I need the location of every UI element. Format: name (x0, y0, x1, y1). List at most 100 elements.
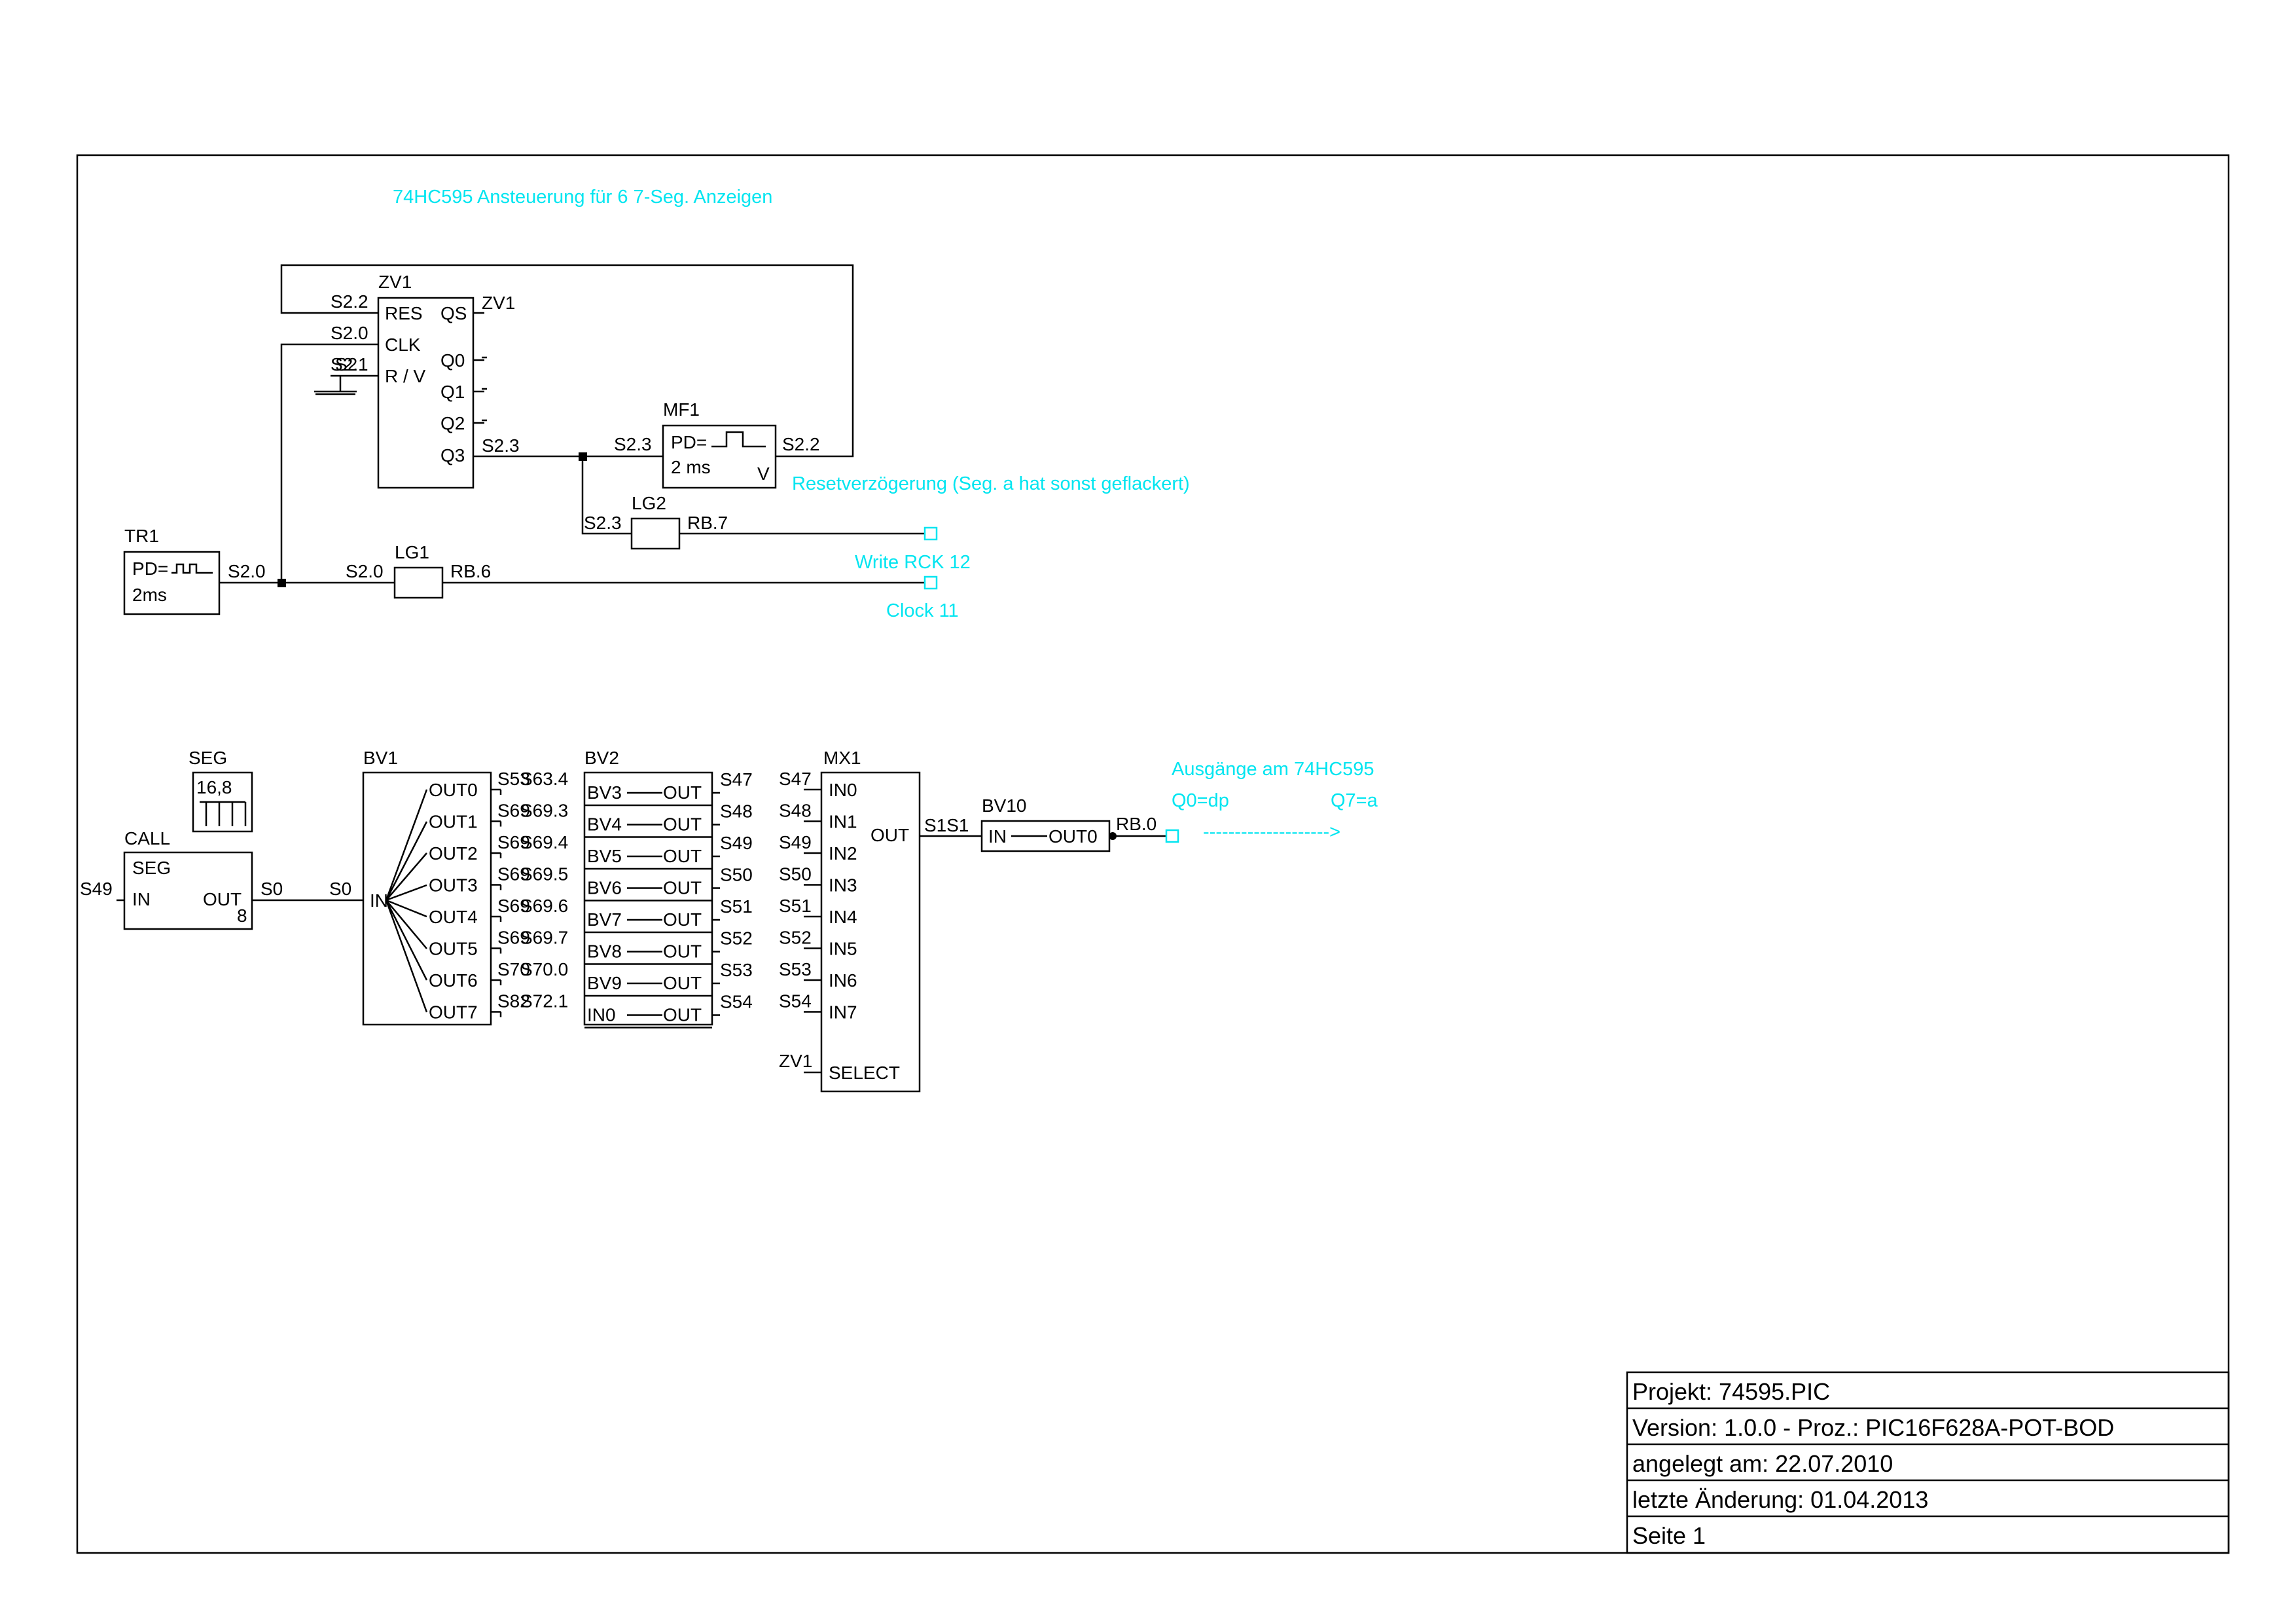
bv2-out-label: OUT (663, 846, 702, 866)
mf1-time: 2 ms (671, 457, 711, 477)
seg-table-icon (200, 801, 247, 826)
bv10-out-signal: RB.0 (1116, 814, 1157, 834)
mf1-out-signal: S2.2 (782, 434, 820, 454)
bus-label-a: S53 (497, 769, 530, 789)
zv1-name: ZV1 (378, 272, 412, 292)
bus-label-a: S69 (497, 864, 530, 884)
ground-symbol (314, 376, 357, 393)
comment-clock: Clock 11 (886, 600, 959, 621)
mx1-in-signal: S53 (779, 959, 812, 979)
mf1-pulse-icon (711, 431, 766, 448)
port-rb7-connector[interactable] (924, 526, 938, 541)
mx1-in-label: IN5 (829, 939, 857, 959)
bus-label-b: S69.7 (520, 928, 568, 948)
comment-title: 74HC595 Ansteuerung für 6 7-Seg. Anzeige… (393, 187, 772, 208)
block-zv1[interactable]: ZV1 RES CLK R / V QS Q0 Q1 Q2 Q3 (377, 272, 475, 489)
block-mx1[interactable]: MX1 IN0S47IN1S48IN2S49IN3S50IN4S51IN5S52… (779, 748, 921, 1093)
bus-label-a: S69 (497, 801, 530, 821)
bv2-out-signal: S54 (720, 992, 753, 1012)
block-bv10[interactable]: BV10 IN OUT0 (980, 795, 1111, 852)
feedback-wire-s22 (280, 264, 854, 458)
title-version: Version: 1.0.0 - Proz.: PIC16F628A-POT-B… (1632, 1414, 2114, 1441)
bv1-out-label: OUT0 (429, 780, 478, 800)
mx1-in-signal: S49 (779, 832, 812, 852)
zv1-input-wires (331, 312, 378, 377)
bv2-out-label: OUT (663, 909, 702, 930)
zv1-q3: Q3 (440, 445, 465, 465)
bv2-out-signal: S52 (720, 928, 753, 949)
mx1-in-signal: S51 (779, 896, 812, 916)
zv1-rv-signal-overlap: S2 (335, 354, 357, 374)
bus-label-a: S82 (497, 991, 530, 1012)
port-rb6-connector[interactable] (924, 575, 938, 590)
bv2-in-label: BV8 (587, 941, 622, 962)
mx1-out-signal: S1S1 (924, 815, 969, 835)
bv10-in: IN (988, 826, 1007, 847)
mx1-wires (804, 835, 982, 1074)
call-out-signal: S0 (260, 879, 283, 899)
tr1-out-signal: S2.0 (228, 561, 266, 581)
bv1-in-signal: S0 (329, 879, 351, 899)
rb0-junction (1109, 832, 1117, 840)
mx1-select: SELECT (829, 1063, 900, 1083)
sheet-border (76, 154, 2230, 1554)
bv1-out-label: OUT4 (429, 907, 478, 927)
mx1-in-signal: S52 (779, 928, 812, 948)
block-mf1[interactable]: MF1 PD= 2 ms V (662, 399, 777, 489)
mx1-inputs: IN0S47IN1S48IN2S49IN3S50IN4S51IN5S52IN6S… (779, 769, 857, 1023)
port-rb0-connector[interactable] (1165, 829, 1179, 843)
block-seg[interactable]: SEG 16,8 (188, 748, 253, 833)
bv1-fanout-lines (385, 789, 428, 1013)
lg2-in-signal: S2.3 (584, 513, 622, 533)
bus-label-b: S70.0 (520, 959, 568, 979)
mx1-name: MX1 (823, 748, 861, 768)
block-call[interactable]: CALL SEG IN OUT 8 (123, 828, 253, 930)
zv1-output-wires (473, 312, 583, 458)
mx1-in-label: IN0 (829, 780, 857, 800)
bv1-out-label: OUT6 (429, 970, 478, 991)
block-lg1[interactable]: LG1 (393, 542, 444, 599)
bv2-in-label: BV5 (587, 846, 622, 866)
mx1-in-label: IN2 (829, 843, 857, 864)
bv2-out-signal: S49 (720, 833, 753, 853)
bus-label-b: S69.6 (520, 896, 568, 916)
mx1-select-signal: ZV1 (779, 1051, 812, 1071)
lg1-name: LG1 (395, 542, 429, 562)
block-lg2[interactable]: LG2 (630, 493, 681, 550)
zv1-qs-signal: ZV1 (482, 293, 515, 313)
bus-label-a: S70 (497, 959, 530, 979)
bv2-out-label: OUT (663, 782, 702, 803)
call-in: IN (132, 889, 151, 909)
clock-wire-s20 (280, 343, 331, 583)
block-tr1[interactable]: TR1 PD= 2ms (123, 526, 221, 615)
title-created: angelegt am: 22.07.2010 (1632, 1450, 1893, 1477)
zv1-qs: QS (440, 303, 467, 323)
bv1-out-label: OUT1 (429, 812, 478, 832)
bv2-in-label: BV4 (587, 814, 622, 835)
zv1-clk-signal: S2.0 (331, 323, 368, 343)
bv2-out-label: OUT (663, 1005, 702, 1025)
mx1-in-label: IN6 (829, 970, 857, 991)
bv2-in-label: BV3 (587, 782, 622, 803)
mx1-in-signal: S54 (779, 991, 812, 1012)
bv1-out-label: OUT7 (429, 1002, 478, 1023)
bv1-in: IN (370, 890, 388, 911)
bv1-out-label: OUT3 (429, 875, 478, 896)
bus-label-b: S63.4 (520, 769, 568, 789)
bv2-out-signal: S48 (720, 801, 753, 822)
call-out: OUT (203, 889, 242, 909)
lg1-in-signal: S2.0 (346, 561, 384, 581)
call-num: 8 (237, 905, 247, 926)
title-block: Projekt: 74595.PIC Version: 1.0.0 - Proz… (1626, 1371, 2230, 1554)
bus-label-a: S69 (497, 832, 530, 852)
call-in-signal: S49 (80, 879, 113, 899)
bv1-out-label: OUT5 (429, 939, 478, 959)
bv1-name: BV1 (363, 748, 398, 768)
zv1-clk: CLK (385, 335, 421, 355)
comment-reset-note: Resetverzögerung (Seg. a hat sonst gefla… (792, 473, 1190, 494)
zv1-q1: Q1 (440, 382, 465, 402)
mx1-out: OUT (870, 825, 909, 845)
